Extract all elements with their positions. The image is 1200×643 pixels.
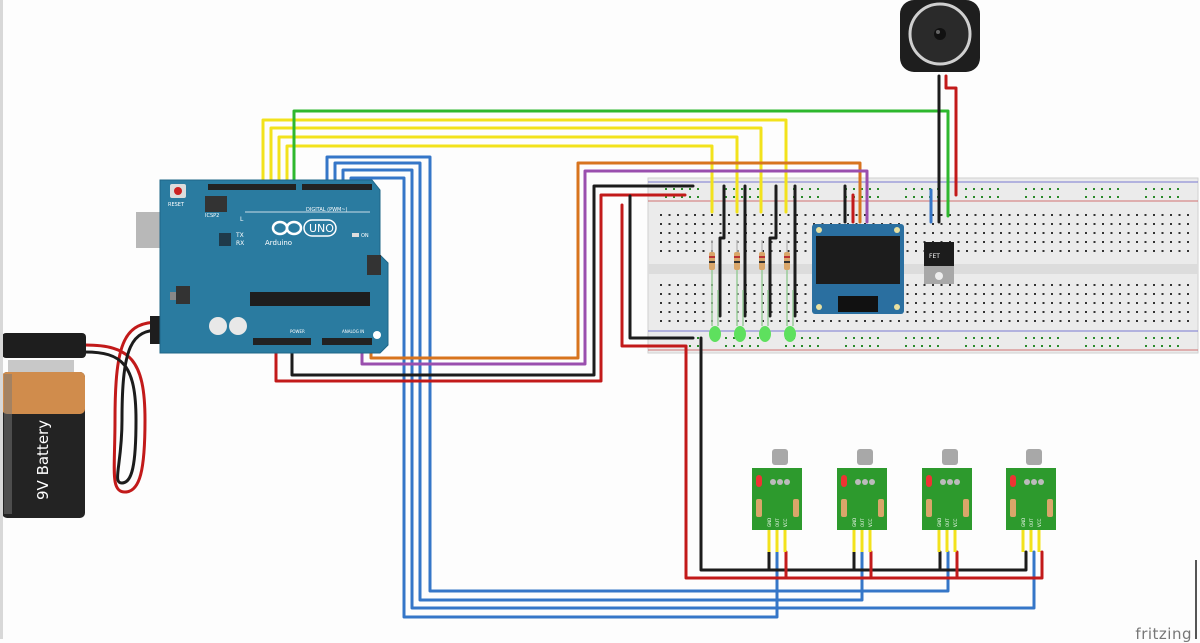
frame-left-border <box>0 0 3 639</box>
battery-9v[interactable]: 9V Battery <box>2 333 86 518</box>
mosfet-label: FET <box>929 253 940 260</box>
analog-label: ANALOG IN <box>342 329 364 334</box>
battery-label: 9V Battery <box>34 420 52 500</box>
arduino-logo-icon <box>271 220 303 236</box>
sensor-pin-label: VCC <box>953 518 958 527</box>
wires <box>83 74 1044 619</box>
fritzing-watermark: fritzing <box>1135 625 1192 643</box>
wire-black-gnd-b <box>628 194 695 340</box>
speaker[interactable] <box>900 0 980 72</box>
wire-yellow-d11 <box>277 135 739 214</box>
on-label: ON <box>361 233 369 239</box>
sensor-pin-label: OUT <box>860 518 865 527</box>
sensor-pin-label: OUT <box>775 518 780 527</box>
wire-red-battery <box>83 320 162 494</box>
led-4[interactable] <box>784 240 796 342</box>
breadboard <box>647 177 1199 354</box>
sensor-pin-label: VCC <box>1037 518 1042 527</box>
sensor-pin-label: VCC <box>783 518 788 527</box>
wire-red-sensor-vcc <box>684 344 1044 580</box>
sensor-pin-label: OUT <box>945 518 950 527</box>
icsp2-label: ICSP2 <box>205 213 219 219</box>
sensor-pin-label: OUT <box>1029 518 1034 527</box>
model-label: UNO <box>309 222 334 235</box>
led-array <box>709 240 796 342</box>
wire-black-gnd <box>290 184 695 377</box>
led-3[interactable] <box>759 240 771 342</box>
power-label: POWER <box>290 329 305 334</box>
wire-yellow-d13 <box>261 118 788 214</box>
arduino-logo-text: Arduino <box>265 239 292 247</box>
wire-green-d9 <box>292 109 950 218</box>
frame-right-border <box>1195 560 1197 639</box>
led-1[interactable] <box>709 240 721 342</box>
wire-red-speaker <box>944 74 958 197</box>
led-rx-label: RX <box>236 240 244 247</box>
sensor-pin-label: GND <box>852 518 857 527</box>
wire-yellow-d10 <box>285 144 714 214</box>
wire-red-5v-b <box>620 203 687 348</box>
arduino-uno[interactable]: RESET ICSP2 DIGITAL (PWM~) L TX RX UNO A… <box>136 179 389 354</box>
wire-blue-d3 <box>341 168 1036 610</box>
led-l-label: L <box>240 216 244 223</box>
wire-purple-a4 <box>360 169 869 366</box>
led-2[interactable] <box>734 240 746 342</box>
wire-orange-a5 <box>369 161 862 360</box>
led-tx-label: TX <box>235 232 244 239</box>
digital-label: DIGITAL (PWM~) <box>306 207 348 213</box>
reset-label: RESET <box>168 202 185 208</box>
wire-black-sensor-gnd <box>699 336 1028 572</box>
sensor-pin-label: VCC <box>868 518 873 527</box>
mosfet[interactable]: FET <box>924 242 954 284</box>
wire-black-battery <box>83 328 162 485</box>
sensor-pin-label: GND <box>937 518 942 527</box>
sensor-pin-label: GND <box>767 518 772 527</box>
sensor-pin-label: GND <box>1021 518 1026 527</box>
oled-display[interactable] <box>812 224 904 314</box>
